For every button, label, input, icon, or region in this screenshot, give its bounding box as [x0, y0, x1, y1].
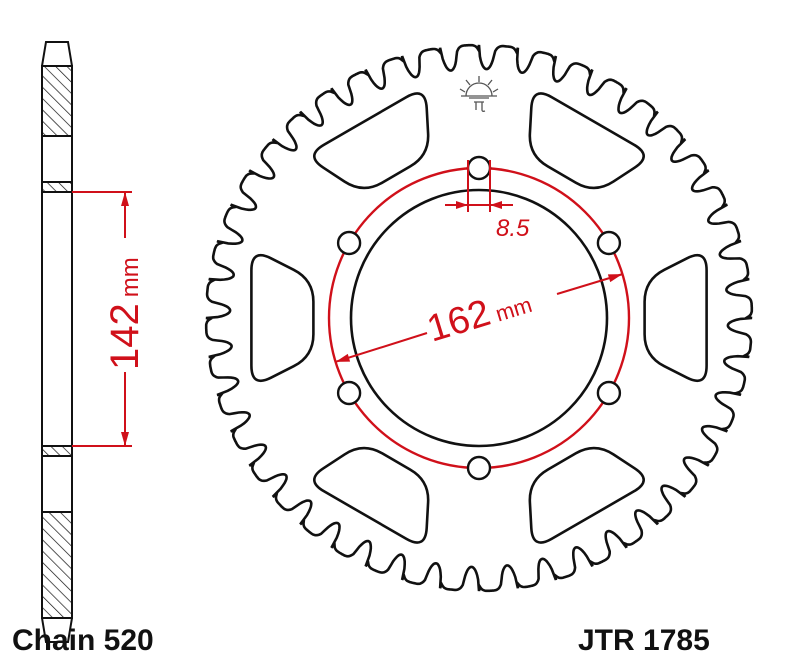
bolt-hole [596, 380, 622, 406]
chain-label: Chain 520 [12, 624, 154, 657]
bolt-hole [336, 380, 362, 406]
side-view [41, 41, 73, 643]
lightening-window [313, 446, 430, 544]
bolt-circle-label: 162mm [422, 279, 536, 350]
part-number-label: JTR 1785 [578, 624, 710, 657]
sprocket-teeth-outline [204, 43, 754, 593]
sun-logo [459, 76, 499, 112]
lightening-window [528, 92, 645, 190]
diameter-arrow-left [335, 353, 351, 362]
bolt-hole [596, 230, 622, 256]
hole-dim-arrows [456, 201, 502, 209]
bolt-hole [466, 455, 492, 481]
sprocket-front-view [204, 43, 754, 593]
lightening-window [643, 254, 708, 382]
hole-size-label: 8.5 [496, 215, 530, 242]
diameter-line-left [335, 332, 428, 363]
side-dimension-label: 142mm [103, 257, 147, 370]
side-dimension [72, 191, 132, 447]
lightening-window [250, 254, 315, 382]
diameter-arrow-right [607, 274, 623, 283]
bolt-hole [336, 230, 362, 256]
lightening-window [528, 446, 645, 544]
lightening-window [313, 92, 430, 190]
bolt-hole [466, 155, 492, 181]
center-bore [349, 188, 609, 448]
